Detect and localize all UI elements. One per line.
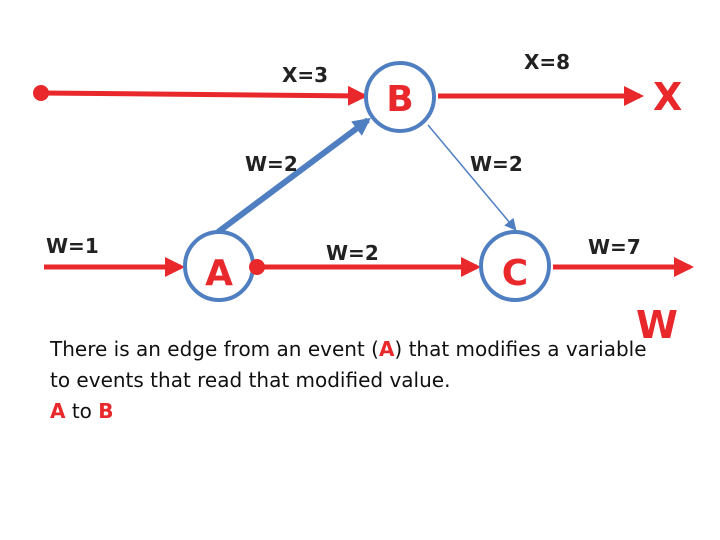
label-w-out: W=7 [588,235,641,259]
label-x-out: X=8 [524,50,570,74]
edge-a-to-b [216,117,371,235]
node-b-label: B [386,79,413,120]
variable-w-label: W [636,303,678,347]
node-c-label: C [502,253,528,294]
caption-connector: to [65,399,99,423]
write-dot [249,259,265,275]
label-a-to-b: W=2 [245,152,298,176]
node-a-label: A [205,253,233,294]
variable-x-label: X [653,75,682,119]
label-a-to-c: W=2 [326,241,379,265]
caption-from: A [50,399,66,423]
caption-to: B [98,399,114,423]
caption-part1: There is an edge from an event ( [50,337,379,361]
caption: There is an edge from an event (A) that … [50,334,650,427]
caption-sentence: There is an edge from an event (A) that … [50,334,650,396]
label-w-in: W=1 [46,234,99,258]
label-x-in: X=3 [282,63,328,87]
node-c: C [479,230,551,302]
edge-x-in [40,85,368,106]
label-b-to-c: W=2 [470,152,523,176]
caption-event: A [378,337,395,361]
node-b: B [364,61,436,133]
edge-b-to-c [427,124,517,231]
caption-part2: ) that modifies a variable to events tha… [50,337,647,392]
caption-relation: A to B [50,396,650,427]
node-a: A [183,230,255,302]
